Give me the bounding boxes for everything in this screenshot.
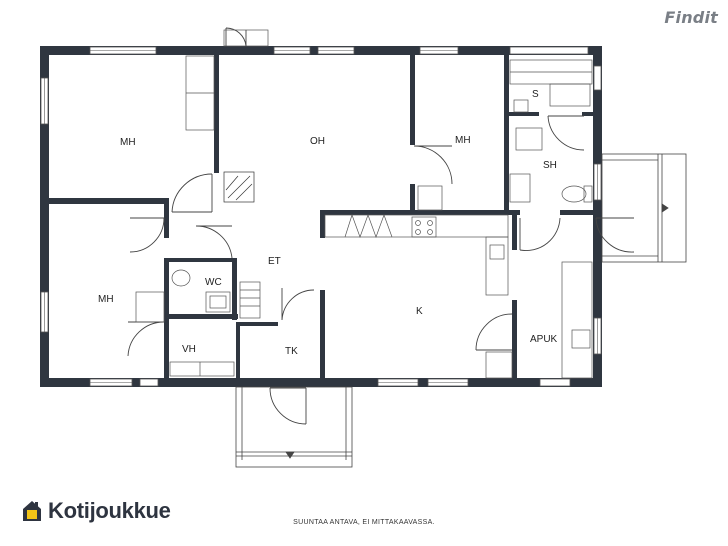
room-label-mh-bottom-left: MH xyxy=(98,294,114,305)
room-labels: MH OH MH S SH ET WC MH K APUK VH TK xyxy=(98,89,558,357)
scale-disclaimer: SUUNTAA ANTAVA, EI MITTAKAAVASSA. xyxy=(293,519,435,526)
brand-logo: Kotijoukkue xyxy=(22,498,171,524)
room-label-wc: WC xyxy=(205,277,222,288)
fixtures xyxy=(135,55,593,379)
interior-walls xyxy=(49,55,593,379)
doors xyxy=(127,27,635,425)
room-label-apuk: APUK xyxy=(530,334,558,345)
room-label-sh: SH xyxy=(543,160,557,171)
room-label-tk: TK xyxy=(285,346,298,357)
house-icon xyxy=(23,501,41,521)
windows xyxy=(40,46,602,387)
terraces xyxy=(235,153,687,468)
room-label-s: S xyxy=(532,89,539,100)
room-label-k: K xyxy=(416,306,423,317)
room-label-vh: VH xyxy=(182,344,196,355)
findit-badge: Findit xyxy=(664,8,718,27)
room-label-et: ET xyxy=(268,256,281,267)
room-label-mh-top-right: MH xyxy=(455,135,471,146)
brand-name: Kotijoukkue xyxy=(48,498,171,523)
room-label-mh-top-left: MH xyxy=(120,137,136,148)
room-label-oh: OH xyxy=(310,136,325,147)
